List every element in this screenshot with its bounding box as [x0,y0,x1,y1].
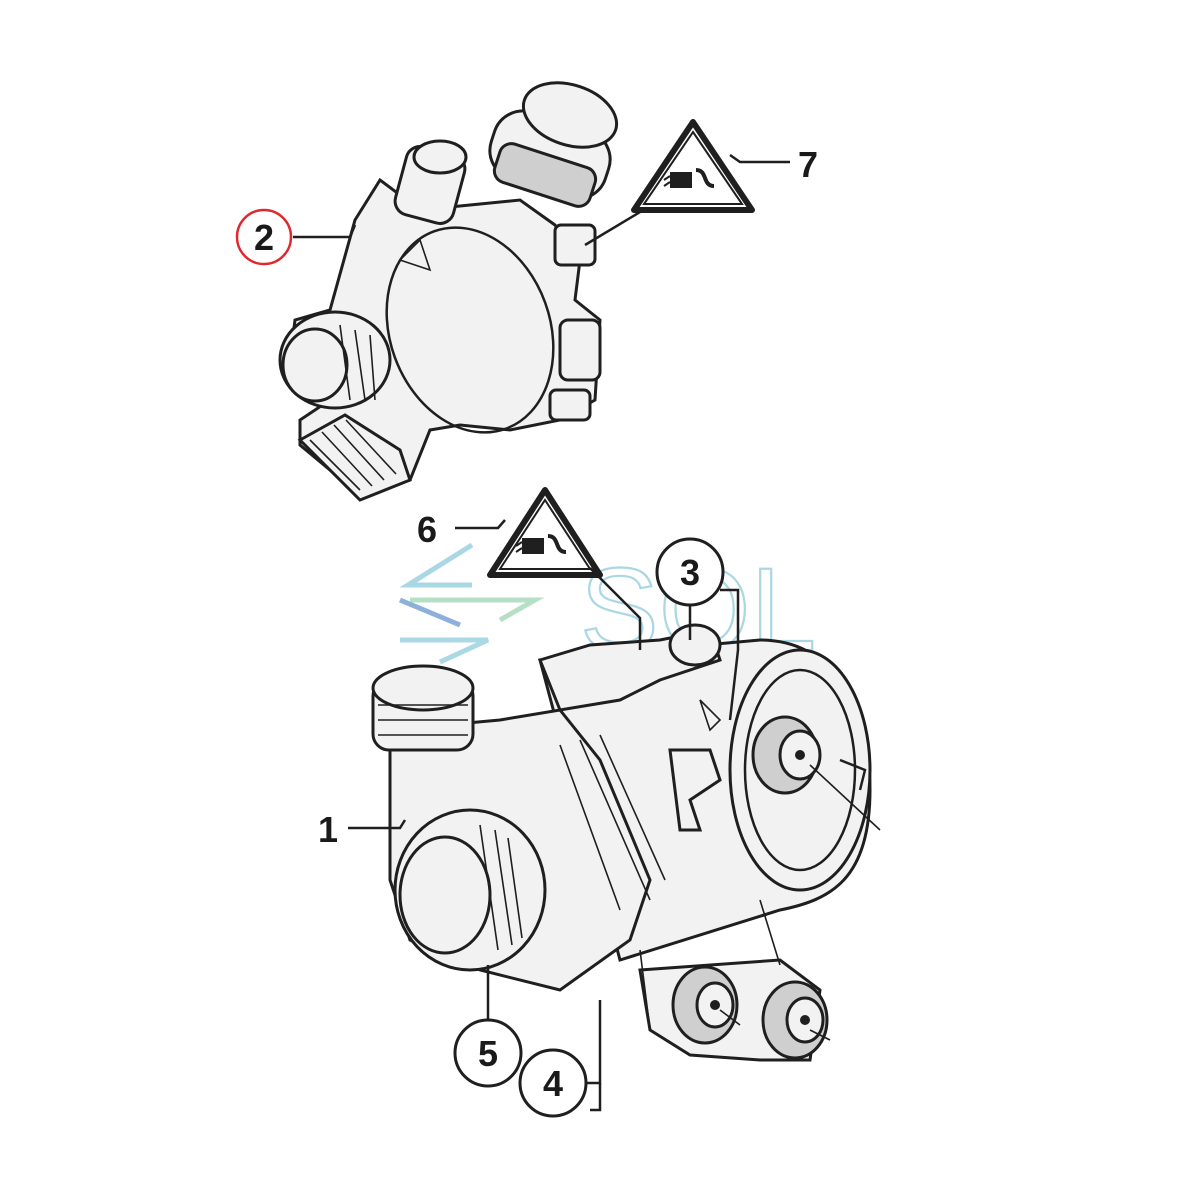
callout-2: 2 [235,208,293,266]
callout-7-label: 7 [798,144,818,185]
callout-5-circle [453,1018,523,1088]
warning-triangle-electrical-icon [487,487,603,578]
leader-6-part [589,567,642,650]
leader-7-triangle [729,153,790,164]
warning-triangle-top [631,119,755,213]
callout-2-label: 2 [254,217,274,258]
callout-3: 3 [655,537,725,607]
callout-3-circle [655,537,725,607]
callout-6: 6 [417,509,437,550]
callout-2-highlight-circle [235,208,293,266]
leader-4-b [590,1083,602,1112]
part-2-water-pump-housing [278,81,619,502]
warning-triangle-electrical-icon [631,119,755,213]
watermark-logo-icon [399,542,545,665]
part-1-electric-water-pump [371,623,881,1062]
callout-3-label: 3 [680,552,700,593]
callout-5: 5 [453,1018,523,1088]
leader-2 [293,224,357,239]
callout-1: 1 [318,809,338,850]
callout-4-label: 4 [543,1063,563,1104]
warning-triangle-bottom [487,487,603,578]
callout-4: 4 [518,1048,588,1118]
callout-6-label: 6 [417,509,437,550]
callout-4-circle [518,1048,588,1118]
leader-3-a [720,588,740,721]
callout-5-label: 5 [478,1033,498,1074]
callout-1-label: 1 [318,809,338,850]
leader-6-triangle [455,519,506,530]
leader-7-part [584,210,641,247]
leader-1 [348,819,407,830]
callout-7: 7 [798,144,818,185]
